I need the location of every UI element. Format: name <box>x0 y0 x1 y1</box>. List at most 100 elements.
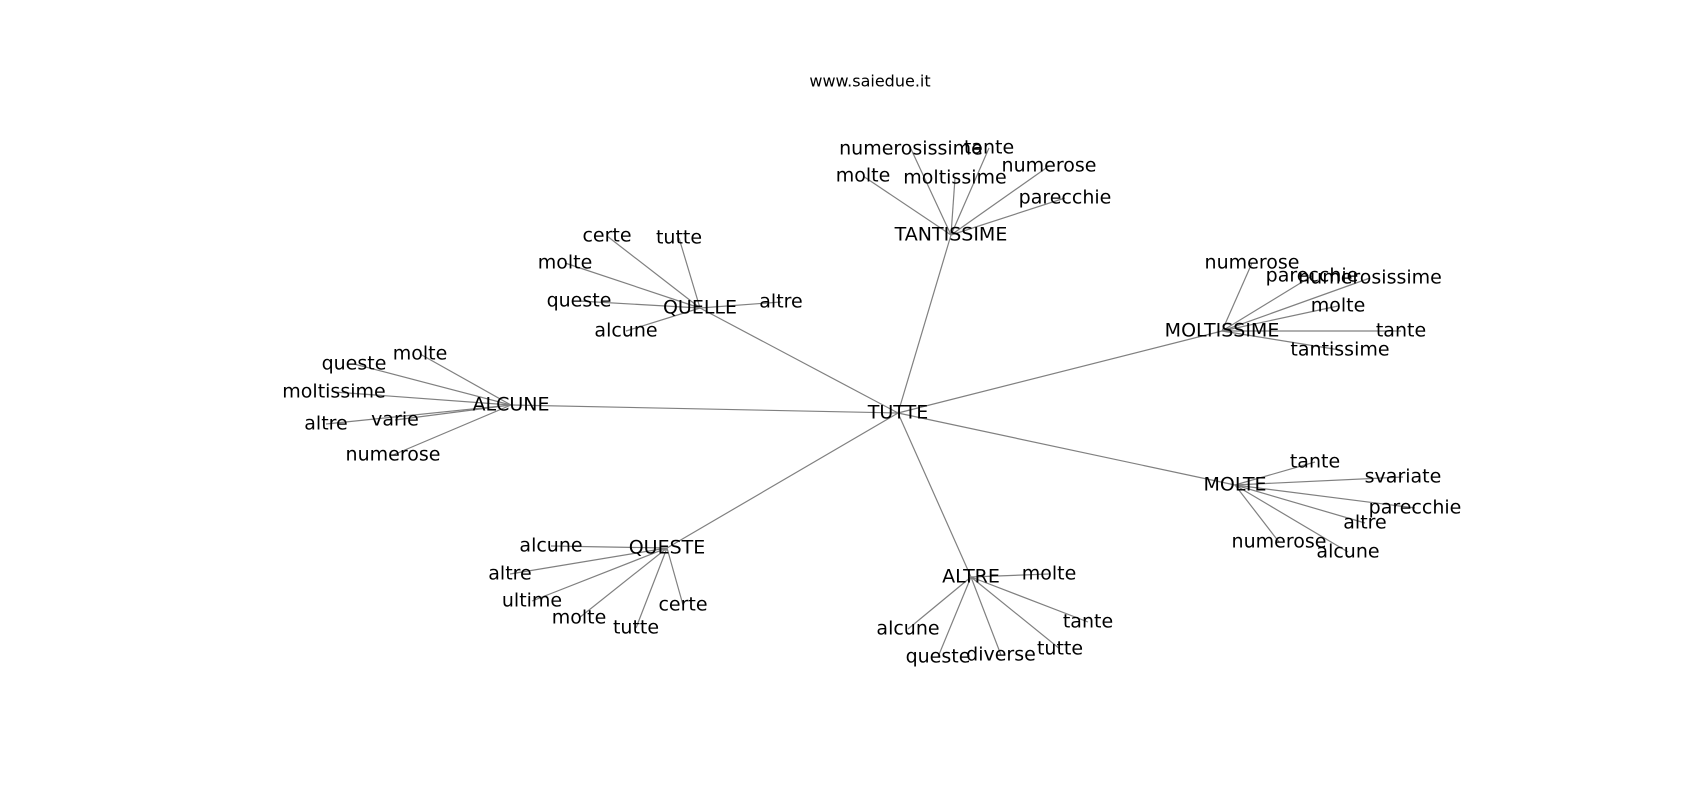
leaf-node-altre-diverse: diverse <box>966 644 1036 666</box>
hub-node-quelle: QUELLE <box>663 297 737 319</box>
leaf-node-molte-parecchie: parecchie <box>1369 497 1462 519</box>
edge-root-molte <box>897 412 1236 486</box>
leaf-node-molte-svariate: svariate <box>1365 466 1442 488</box>
hub-node-alcune: ALCUNE <box>473 394 550 416</box>
leaf-node-quelle-altre: altre <box>759 291 802 313</box>
edge-tantissime-moltissime <box>950 177 956 236</box>
edge-moltissime-tantissime <box>1221 330 1341 351</box>
leaf-node-queste-alcune: alcune <box>519 535 582 557</box>
edge-molte-svariate <box>1234 476 1404 486</box>
leaf-node-altre-alcune: alcune <box>876 618 939 640</box>
leaf-node-alcune-varie: varie <box>371 409 419 431</box>
leaf-node-moltissime-numerosissime: numerosissime <box>1298 267 1442 289</box>
edge-molte-parecchie <box>1234 484 1416 509</box>
edge-queste-molte <box>578 547 668 619</box>
leaf-node-alcune-altre: altre <box>304 413 347 435</box>
leaf-node-quelle-queste: queste <box>547 290 612 312</box>
edge-tantissime-numerosissime <box>910 148 952 236</box>
edge-alcune-queste <box>353 363 512 406</box>
edge-quelle-certe <box>606 235 701 309</box>
leaf-node-altre-queste: queste <box>906 646 971 668</box>
hub-node-tantissime: TANTISSIME <box>894 224 1008 246</box>
leaf-node-alcune-numerose: numerose <box>346 444 441 466</box>
edge-quelle-alcune <box>625 307 701 332</box>
leaf-node-alcune-moltissime: moltissime <box>282 381 385 403</box>
root-node: TUTTE <box>867 402 928 424</box>
edges-layer <box>325 147 1416 658</box>
edge-alcune-altre <box>325 404 512 425</box>
leaf-node-moltissime-numerose: numerose <box>1205 252 1300 274</box>
leaf-node-moltissime-tantissime: tantissime <box>1290 339 1389 361</box>
leaf-node-tantissime-molte: molte <box>836 165 891 187</box>
hub-node-altre: ALTRE <box>942 566 1000 588</box>
leaf-node-altre-tante: tante <box>1063 611 1113 633</box>
leaf-node-molte-altre: altre <box>1343 512 1386 534</box>
hub-node-molte: MOLTE <box>1204 474 1267 496</box>
edge-molte-alcune <box>1234 484 1349 553</box>
edge-queste-tutte <box>635 547 668 629</box>
leaf-node-altre-tutte: tutte <box>1037 638 1083 660</box>
edge-molte-altre <box>1234 484 1366 524</box>
edge-altre-tante <box>970 576 1089 623</box>
leaf-node-queste-tutte: tutte <box>613 617 659 639</box>
leaf-node-quelle-certe: certe <box>582 225 631 247</box>
edge-queste-altre <box>509 547 668 575</box>
leaf-node-tantissime-numerose: numerose <box>1002 155 1097 177</box>
site-watermark: www.saiedue.it <box>809 72 930 91</box>
edge-root-quelle <box>699 307 899 414</box>
edge-tantissime-parecchie <box>950 197 1066 236</box>
hub-node-moltissime: MOLTISSIME <box>1165 320 1280 342</box>
hub-node-queste: QUESTE <box>629 537 706 559</box>
leaf-node-alcune-molte: molte <box>393 343 448 365</box>
edge-quelle-altre <box>699 301 782 309</box>
edge-quelle-tutte <box>678 237 701 309</box>
edge-quelle-queste <box>578 300 701 309</box>
leaf-node-molte-alcune: alcune <box>1316 541 1379 563</box>
edge-alcune-numerose <box>392 404 512 456</box>
leaf-node-tantissime-moltissime: moltissime <box>903 167 1006 189</box>
edge-tantissime-numerose <box>950 165 1050 236</box>
leaf-node-quelle-molte: molte <box>538 252 593 274</box>
edge-quelle-molte <box>564 262 701 309</box>
edge-altre-molte <box>970 573 1050 578</box>
leaf-node-queste-altre: altre <box>488 563 531 585</box>
edge-altre-queste <box>937 576 972 658</box>
leaf-node-alcune-queste: queste <box>322 353 387 375</box>
edge-molte-numerose <box>1234 484 1280 543</box>
edge-tantissime-molte <box>862 175 952 236</box>
edge-alcune-moltissime <box>333 391 512 406</box>
leaf-node-quelle-alcune: alcune <box>594 320 657 342</box>
leaf-node-queste-molte: molte <box>552 607 607 629</box>
edge-root-queste <box>666 412 899 549</box>
edge-moltissime-parecchie <box>1221 275 1313 332</box>
leaf-node-molte-numerose: numerose <box>1232 531 1327 553</box>
edge-root-altre <box>897 412 972 578</box>
leaf-node-moltissime-molte: molte <box>1311 295 1366 317</box>
edge-molte-tante <box>1234 461 1316 486</box>
leaf-node-quelle-tutte: tutte <box>656 227 702 249</box>
edge-queste-alcune <box>550 545 668 549</box>
edge-root-moltissime <box>897 330 1223 414</box>
leaf-node-queste-certe: certe <box>658 594 707 616</box>
edge-altre-diverse <box>970 576 1002 656</box>
leaf-node-molte-tante: tante <box>1290 451 1340 473</box>
edge-moltissime-numerosissime <box>1221 277 1371 332</box>
edge-queste-ultime <box>531 547 668 602</box>
edge-root-alcune <box>510 404 899 414</box>
leaf-node-moltissime-parecchie: parecchie <box>1266 265 1359 287</box>
edge-moltissime-molte <box>1221 305 1339 332</box>
edge-altre-tutte <box>970 576 1061 650</box>
edge-queste-certe <box>666 547 684 606</box>
leaf-node-tantissime-tante: tante <box>964 137 1014 159</box>
leaf-node-tantissime-numerosissime: numerosissime <box>839 138 983 160</box>
edge-alcune-molte <box>419 353 512 406</box>
edge-altre-alcune <box>907 576 972 630</box>
leaf-node-altre-molte: molte <box>1022 563 1077 585</box>
edge-tantissime-tante <box>950 147 990 236</box>
edge-moltissime-numerose <box>1221 262 1253 332</box>
leaf-node-tantissime-parecchie: parecchie <box>1019 187 1112 209</box>
edge-root-tantissime <box>897 234 952 414</box>
leaf-node-moltissime-tante: tante <box>1376 320 1426 342</box>
